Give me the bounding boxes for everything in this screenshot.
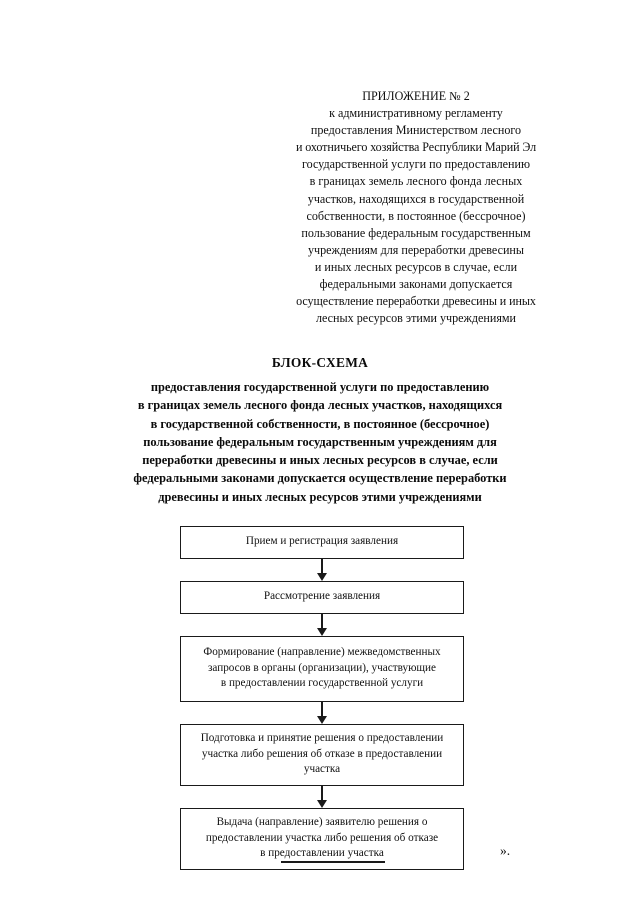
process-flowchart: Прием и регистрация заявления Рассмотрен…: [180, 526, 464, 870]
flowchart-step-4-line-2: участка либо решения об отказе в предост…: [201, 747, 443, 760]
header-note-line-6: в границах земель лесного фонда лесных: [309, 174, 523, 189]
arrow-down-icon: [316, 628, 327, 636]
flowchart-step-4-line-3: участка: [303, 763, 341, 776]
flowchart-connector-1: [180, 559, 464, 581]
header-note-line-10: учреждениям для переработки древесины: [307, 242, 525, 257]
subtitle-line-2: в границах земель лесного фонда лесных у…: [137, 398, 503, 413]
flowchart-step-3-line-2: запросов в органы (организации), участву…: [207, 661, 437, 674]
arrow-line-icon: [321, 786, 323, 802]
arrow-line-icon: [321, 559, 323, 575]
header-note-line-12: федеральными законами допускается: [319, 277, 513, 292]
flowchart-step-5-line-1: Выдача (направление) заявителю решения о: [216, 816, 428, 829]
flowchart-step-3: Формирование (направление) межведомствен…: [180, 636, 464, 702]
flowchart-step-4: Подготовка и принятие решения о предоста…: [180, 724, 464, 786]
page-subtitle: предоставления государственной услуги по…: [60, 378, 580, 506]
flowchart-connector-3: [180, 702, 464, 724]
subtitle-line-3: в государственной собственности, в посто…: [150, 416, 490, 431]
flowchart-step-2: Рассмотрение заявления: [180, 581, 464, 614]
flowchart-step-4-line-1: Подготовка и принятие решения о предоста…: [200, 732, 444, 745]
header-note-line-2: к административному регламенту: [329, 106, 503, 121]
flowchart-connector-2: [180, 614, 464, 636]
header-note-line-4: и охотничьего хозяйства Республики Марий…: [295, 140, 537, 155]
arrow-down-icon: [316, 716, 327, 724]
header-note-line-13: осуществление переработки древесины и ин…: [296, 294, 536, 309]
arrow-down-icon: [316, 573, 327, 581]
subtitle-line-6: федеральными законами допускается осущес…: [133, 471, 507, 486]
appendix-reference-note: ПРИЛОЖЕНИЕ № 2 к административному регла…: [292, 88, 540, 327]
subtitle-line-5: переработки древесины и иных лесных ресу…: [142, 453, 498, 468]
header-note-line-8: собственности, в постоянное (бессрочное): [306, 208, 526, 223]
flowchart-step-1-line-1: Прием и регистрация заявления: [245, 535, 399, 548]
arrow-down-icon: [316, 800, 327, 808]
flowchart-step-3-line-1: Формирование (направление) межведомствен…: [203, 646, 441, 659]
header-note-line-5: государственной услуги по предоставлению: [301, 157, 531, 172]
subtitle-line-4: пользование федеральным государственным …: [143, 434, 497, 449]
header-note-line-14: лесных ресурсов этими учреждениями: [315, 311, 517, 326]
header-note-line-1: ПРИЛОЖЕНИЕ № 2: [362, 89, 470, 103]
header-note-line-11: и иных лесных ресурсов в случае, если: [314, 259, 518, 274]
flowchart-step-5-line-3: в предоставлении участка: [260, 847, 384, 860]
page-title: БЛОК-СХЕМА: [271, 355, 369, 370]
flowchart-step-3-line-3: в предоставлении государственной услуги: [220, 677, 424, 690]
flowchart-step-2-line-1: Рассмотрение заявления: [263, 590, 381, 603]
header-note-line-9: пользование федеральным государственным: [301, 225, 531, 240]
arrow-line-icon: [321, 614, 323, 630]
subtitle-line-7: древесины и иных лесных ресурсов этими у…: [158, 489, 482, 504]
flowchart-connector-4: [180, 786, 464, 808]
flowchart-step-5-line-2: предоставлении участка либо решения об о…: [205, 831, 439, 844]
flowchart-step-1: Прием и регистрация заявления: [180, 526, 464, 559]
header-note-line-7: участков, находящихся в государственной: [307, 191, 525, 206]
arrow-line-icon: [321, 702, 323, 718]
flowchart-step-5: Выдача (направление) заявителю решения о…: [180, 808, 464, 870]
header-note-line-3: предоставления Министерством лесного: [310, 123, 522, 138]
subtitle-line-1: предоставления государственной услуги по…: [150, 380, 490, 394]
footer-divider: [281, 861, 385, 863]
closing-quotation-mark: ».: [500, 843, 511, 858]
